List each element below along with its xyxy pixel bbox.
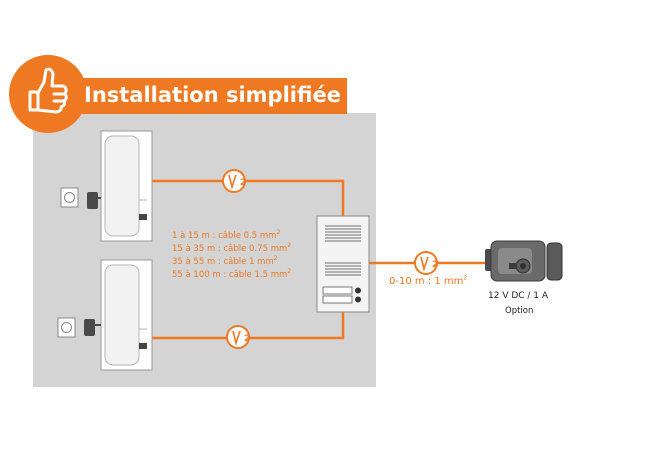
wire-pair-icon (414, 251, 438, 275)
cable-spec-item: 55 à 100 m : câble 1.5 mm2 (172, 268, 292, 280)
wire-pair-icon (226, 325, 250, 349)
lock-cable-label: 0-10 m : 1 mm2 (389, 274, 468, 287)
door-station (316, 215, 370, 313)
thumbs-up-icon (28, 67, 68, 114)
wire-top (152, 179, 345, 216)
page-title: Installation simplifiée (84, 83, 342, 107)
wire-bottom (152, 312, 345, 340)
power-adapter-icon (87, 192, 101, 209)
thumb-badge (9, 55, 87, 133)
cable-spec-item: 35 à 55 m : câble 1 mm2 (172, 255, 278, 267)
indoor-monitor-bottom (100, 259, 153, 371)
lock-power-label: 12 V DC / 1 A (488, 291, 549, 301)
cable-spec-item: 1 à 15 m : câble 0.5 mm2 (172, 229, 281, 241)
cable-spec-item: 15 à 35 m : câble 0.75 mm2 (172, 242, 292, 254)
indoor-monitor-top (100, 130, 153, 242)
title-banner (70, 78, 347, 114)
wire-pair-icon (222, 169, 246, 193)
cable-spec-list: 1 à 15 m : câble 0.5 mm2 15 à 35 m : câb… (172, 230, 291, 282)
wire-badge-number: 2 (244, 334, 250, 344)
electric-lock-icon (485, 240, 563, 282)
wall-socket-icon (60, 187, 79, 208)
lock-option-label: Option (505, 306, 534, 316)
wire-badge-number: 2 (240, 178, 246, 188)
power-adapter-icon (84, 319, 101, 336)
wire-badge-number: 2 (432, 260, 438, 270)
wall-socket-icon (57, 317, 76, 338)
